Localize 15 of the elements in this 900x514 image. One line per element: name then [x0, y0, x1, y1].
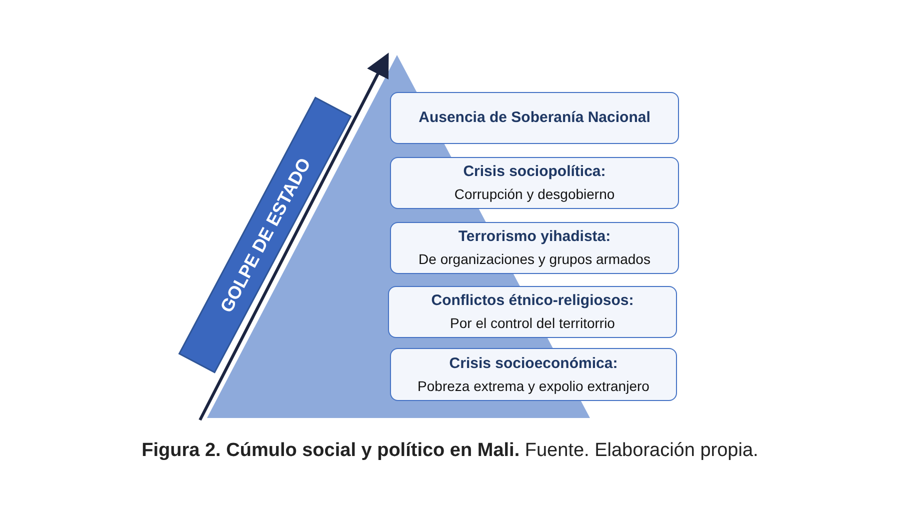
figure-caption: Figura 2. Cúmulo social y político en Mali. Fuente. Elaboración propia.: [142, 440, 758, 461]
level-description: Corrupción y desgobierno: [454, 185, 615, 204]
level-heading: Crisis socioeconómica:: [449, 354, 618, 374]
level-heading: Terrorismo yihadista:: [458, 227, 611, 247]
level-box: [390, 92, 679, 144]
level-heading: Conflictos étnico-religiosos:: [431, 291, 634, 311]
level-heading: Ausencia de Soberanía Nacional: [418, 108, 650, 128]
level-box: [388, 286, 677, 338]
level-description: Pobreza extrema y expolio extranjero: [418, 376, 650, 396]
level-box: [390, 157, 679, 209]
level-description: Por el control del territorrio: [450, 314, 615, 333]
level-box: [390, 348, 677, 401]
level-heading: Crisis sociopolítica:: [463, 162, 606, 182]
level-description: De organizaciones y grupos armados: [418, 250, 650, 269]
level-box: [390, 222, 679, 274]
